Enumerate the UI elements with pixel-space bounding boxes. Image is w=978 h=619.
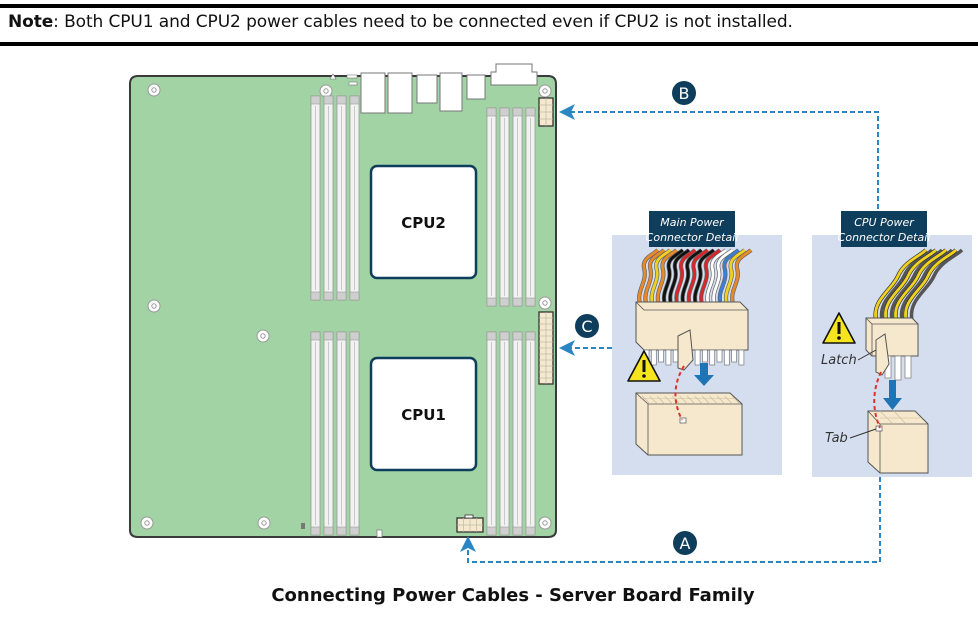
main-detail-title-line2: Connector Detail <box>646 231 739 244</box>
cpu1-label: CPU1 <box>401 406 446 424</box>
latch-leader-line <box>857 349 877 361</box>
wire <box>874 248 927 321</box>
cpu-detail-title-line1: CPU Power <box>854 216 915 229</box>
wire <box>643 248 666 305</box>
wire <box>668 248 690 305</box>
tab-label: Tab <box>825 431 848 446</box>
wire <box>724 248 746 305</box>
latch-label: Latch <box>821 353 857 368</box>
cpu1-socket: CPU1 <box>369 356 478 472</box>
wire <box>899 248 954 321</box>
cpu2-label: CPU2 <box>401 214 446 232</box>
wire <box>699 248 721 305</box>
callout-b-letter: B <box>679 84 690 103</box>
wire <box>730 248 752 305</box>
callout-c: C <box>575 314 599 338</box>
cpu2-power-header <box>538 97 554 127</box>
cpu2-socket: CPU2 <box>369 164 478 280</box>
dimm-slot <box>499 331 510 536</box>
dimm-slot <box>525 331 536 536</box>
figure-caption: Connecting Power Cables - Server Board F… <box>271 585 755 606</box>
cpu-power-detail-panel: CPU Power Connector Detail Latch <box>812 211 972 477</box>
wire <box>894 248 947 321</box>
callout-b: B <box>672 81 696 105</box>
server-board: CPU2 CPU1 <box>129 63 557 538</box>
callout-a-letter: A <box>680 534 691 553</box>
dimm-slot <box>349 331 360 536</box>
dimm-slot <box>525 107 536 307</box>
main-detail-title-line1: Main Power <box>660 216 725 229</box>
dimm-slot <box>310 331 321 536</box>
wire <box>693 248 715 305</box>
top-rule <box>0 4 978 8</box>
callout-a: A <box>673 531 697 555</box>
wire <box>909 248 964 321</box>
dimm-slot <box>323 95 334 301</box>
callout-c-letter: C <box>581 317 592 336</box>
cpu-power-wires <box>873 248 964 321</box>
wire <box>662 248 684 305</box>
note-body: : Both CPU1 and CPU2 power cables need t… <box>53 12 793 32</box>
warning-icon <box>627 350 661 382</box>
dimm-slot <box>512 331 523 536</box>
wire <box>884 248 937 321</box>
dimm-slots <box>310 95 536 536</box>
main-power-header <box>538 311 554 385</box>
rear-io-ports <box>360 63 538 114</box>
dimm-slot <box>310 95 321 301</box>
cpu-power-plug <box>865 317 919 381</box>
route-a <box>460 477 881 563</box>
dimm-slot <box>486 107 497 307</box>
dimm-slot <box>499 107 510 307</box>
wire <box>656 248 678 305</box>
wire <box>904 248 957 321</box>
note-text: Note: Both CPU1 and CPU2 power cables ne… <box>8 12 793 32</box>
dimm-slot <box>323 331 334 536</box>
dimm-slot <box>512 107 523 307</box>
wire <box>889 248 944 321</box>
main-power-wires <box>637 248 753 305</box>
note-label: Note <box>8 12 54 32</box>
led-indicators <box>329 73 358 86</box>
latch-path <box>674 365 685 421</box>
wire <box>650 248 672 305</box>
main-power-socket <box>635 392 743 456</box>
wire <box>681 248 703 305</box>
tab-leader-line <box>849 428 877 439</box>
cpu-detail-title-line2: Connector Detail <box>838 231 931 244</box>
dimm-slot <box>349 95 360 301</box>
wire <box>879 248 934 321</box>
dimm-slot <box>336 95 347 301</box>
insert-arrow-icon <box>694 363 714 386</box>
cpu-warning-icon <box>822 312 856 344</box>
cpu-insert-arrow-icon <box>883 380 902 410</box>
dimm-slot <box>336 331 347 536</box>
route-b <box>559 104 879 233</box>
wire <box>718 248 740 305</box>
mounting-holes <box>140 83 552 530</box>
wire <box>637 248 659 305</box>
wire <box>705 248 728 305</box>
cpu-power-socket <box>867 410 929 474</box>
wire <box>674 248 697 305</box>
main-power-plug <box>635 301 749 371</box>
main-power-detail-panel: Main Power Connector Detail <box>612 211 782 475</box>
cpu1-power-header <box>456 514 484 533</box>
bottom-rule <box>0 42 978 46</box>
cpu-latch-path <box>873 371 882 429</box>
dimm-slot <box>486 331 497 536</box>
wire <box>687 248 709 305</box>
wire <box>712 248 734 305</box>
